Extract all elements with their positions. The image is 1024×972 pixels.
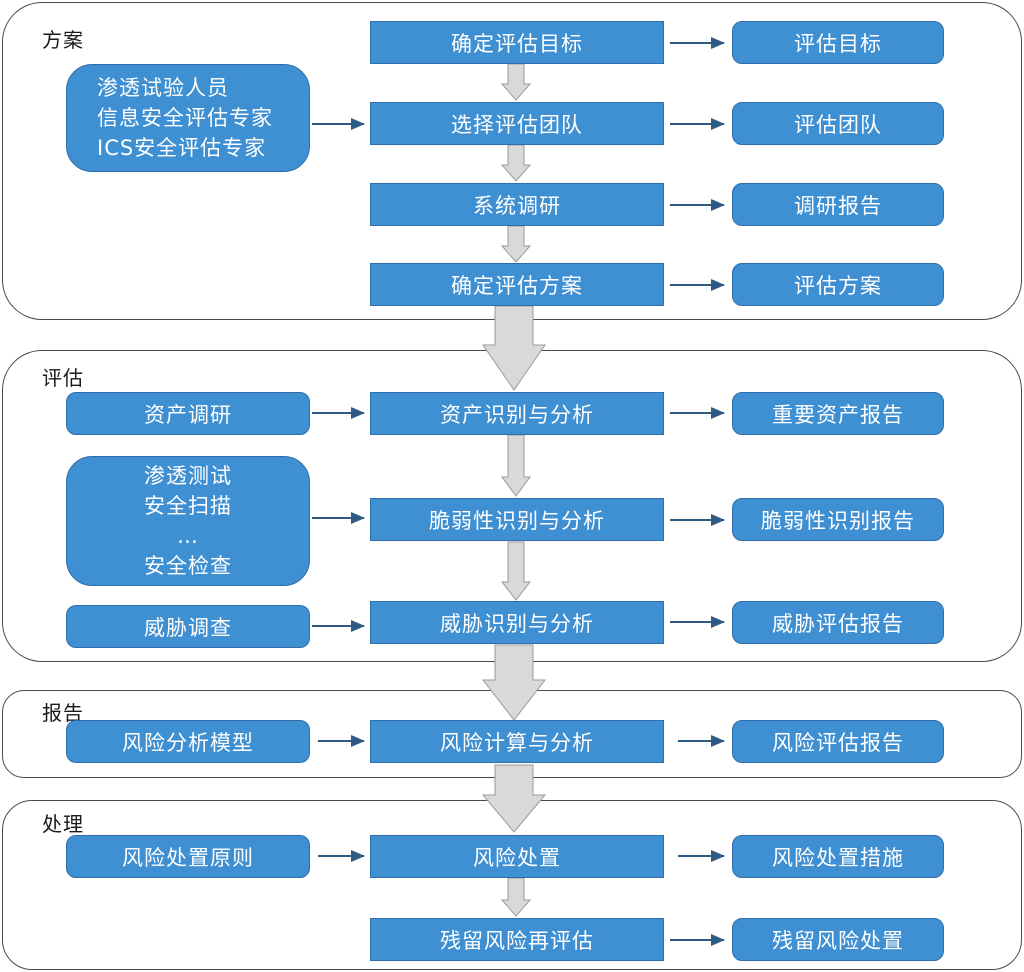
- assess-vuln-item: …: [177, 524, 199, 548]
- plan-input-item: 渗透试验人员: [97, 76, 229, 100]
- plan-step-box: 确定评估方案: [370, 263, 664, 306]
- phase-label-plan: 方案: [42, 28, 84, 52]
- handle-step-box: 风险处置: [370, 835, 664, 878]
- assess-vuln-item: 渗透测试: [144, 464, 232, 488]
- step-arrow-handle-1: [500, 877, 532, 917]
- plan-input-item: 信息安全评估专家: [97, 106, 273, 130]
- handle-step-box: 残留风险再评估: [370, 918, 664, 961]
- plan-step-box: 系统调研: [370, 183, 664, 226]
- report-output-box: 风险评估报告: [732, 720, 944, 763]
- plan-output-box: 评估目标: [732, 21, 944, 64]
- plan-step-box: 选择评估团队: [370, 102, 664, 145]
- assess-output-box: 脆弱性识别报告: [732, 498, 944, 541]
- step-arrow-plan-2: [500, 144, 532, 182]
- step-arrow-assess-2: [500, 541, 532, 601]
- handle-output-box: 风险处置措施: [732, 835, 944, 878]
- step-arrow-assess-1: [501, 434, 531, 497]
- handle-output-box: 残留风险处置: [732, 918, 944, 961]
- assess-step-box: 资产识别与分析: [370, 392, 664, 435]
- plan-input-item: ICS安全评估专家: [97, 136, 267, 160]
- handle-input-box: 风险处置原则: [66, 835, 310, 878]
- assess-vuln-item: 安全检查: [144, 554, 232, 578]
- plan-input-personnel-box: 渗透试验人员 信息安全评估专家 ICS安全评估专家: [66, 64, 310, 172]
- assess-input-threat-box: 威胁调查: [66, 605, 310, 648]
- assess-input-vuln-box: 渗透测试 安全扫描 … 安全检查: [66, 456, 310, 586]
- assess-output-box: 威胁评估报告: [732, 601, 944, 644]
- report-step-box: 风险计算与分析: [370, 720, 664, 763]
- phase-label-handle: 处理: [42, 812, 84, 836]
- phase-transition-arrow-3: [481, 764, 547, 833]
- plan-output-box: 评估方案: [732, 263, 944, 306]
- plan-output-box: 评估团队: [732, 102, 944, 145]
- phase-label-assess: 评估: [42, 366, 84, 390]
- assess-step-box: 威胁识别与分析: [370, 601, 664, 644]
- step-arrow-plan-3: [500, 225, 532, 263]
- assess-input-asset-box: 资产调研: [66, 392, 310, 435]
- phase-transition-arrow-2: [481, 644, 547, 721]
- assess-vuln-item: 安全扫描: [144, 494, 232, 518]
- phase-transition-arrow-1: [482, 305, 546, 391]
- plan-step-box: 确定评估目标: [370, 21, 664, 64]
- report-input-box: 风险分析模型: [66, 720, 310, 763]
- plan-output-box: 调研报告: [732, 183, 944, 226]
- assess-step-box: 脆弱性识别与分析: [370, 498, 664, 541]
- assess-output-box: 重要资产报告: [732, 392, 944, 435]
- step-arrow-plan-1: [500, 63, 532, 101]
